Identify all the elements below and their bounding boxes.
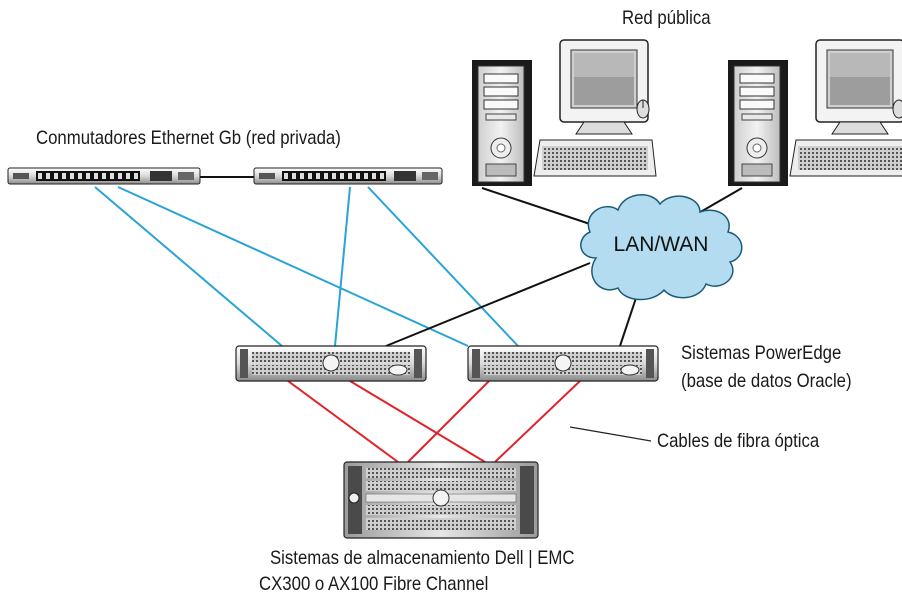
storage-label-line2: CX300 o AX100 Fibre Channel — [259, 573, 489, 595]
servers-label-line1: Sistemas PowerEdge — [681, 342, 842, 364]
fiber-cables-label: Cables de fibra óptica — [657, 430, 820, 452]
keyboard-icon — [789, 139, 902, 177]
fiber-link — [494, 380, 581, 463]
keyboard-icon — [533, 139, 657, 177]
private-link — [334, 186, 351, 347]
monitor-icon — [559, 39, 649, 135]
tower-computer-icon — [728, 60, 788, 186]
tower-computer-icon — [472, 60, 532, 186]
switches-label: Conmutadores Ethernet Gb (red privada) — [36, 127, 341, 149]
storage-label-line1: Sistemas de almacenamiento Dell | EMC — [270, 547, 575, 569]
workstation-left — [472, 39, 657, 186]
storage-array — [343, 461, 539, 539]
fiber-link — [287, 380, 399, 463]
ethernet-switch-left — [7, 167, 201, 185]
cloud-icon — [580, 194, 743, 301]
servers-label-line2: (base de datos Oracle) — [681, 370, 852, 392]
private-link — [117, 186, 469, 347]
fiber-channel-links — [287, 380, 581, 463]
poweredge-server-right — [467, 345, 659, 382]
public-link — [385, 262, 591, 347]
poweredge-server-left — [235, 345, 427, 382]
fiber-link — [407, 380, 490, 463]
private-link — [367, 186, 519, 347]
monitor-icon — [815, 39, 902, 135]
lan-wan-label: LAN/WAN — [614, 233, 709, 256]
private-link — [94, 186, 283, 347]
public-link — [481, 187, 609, 231]
mouse-icon — [636, 99, 650, 119]
fiber-link — [349, 380, 486, 463]
lan-wan-cloud: LAN/WAN — [580, 194, 743, 301]
private-network-links — [94, 186, 519, 347]
workstation-right — [728, 39, 902, 186]
fiber-cables-callout — [569, 426, 652, 442]
ethernet-switch-right — [253, 167, 443, 185]
mouse-icon — [892, 99, 902, 119]
public-network-label: Red pública — [622, 7, 711, 29]
